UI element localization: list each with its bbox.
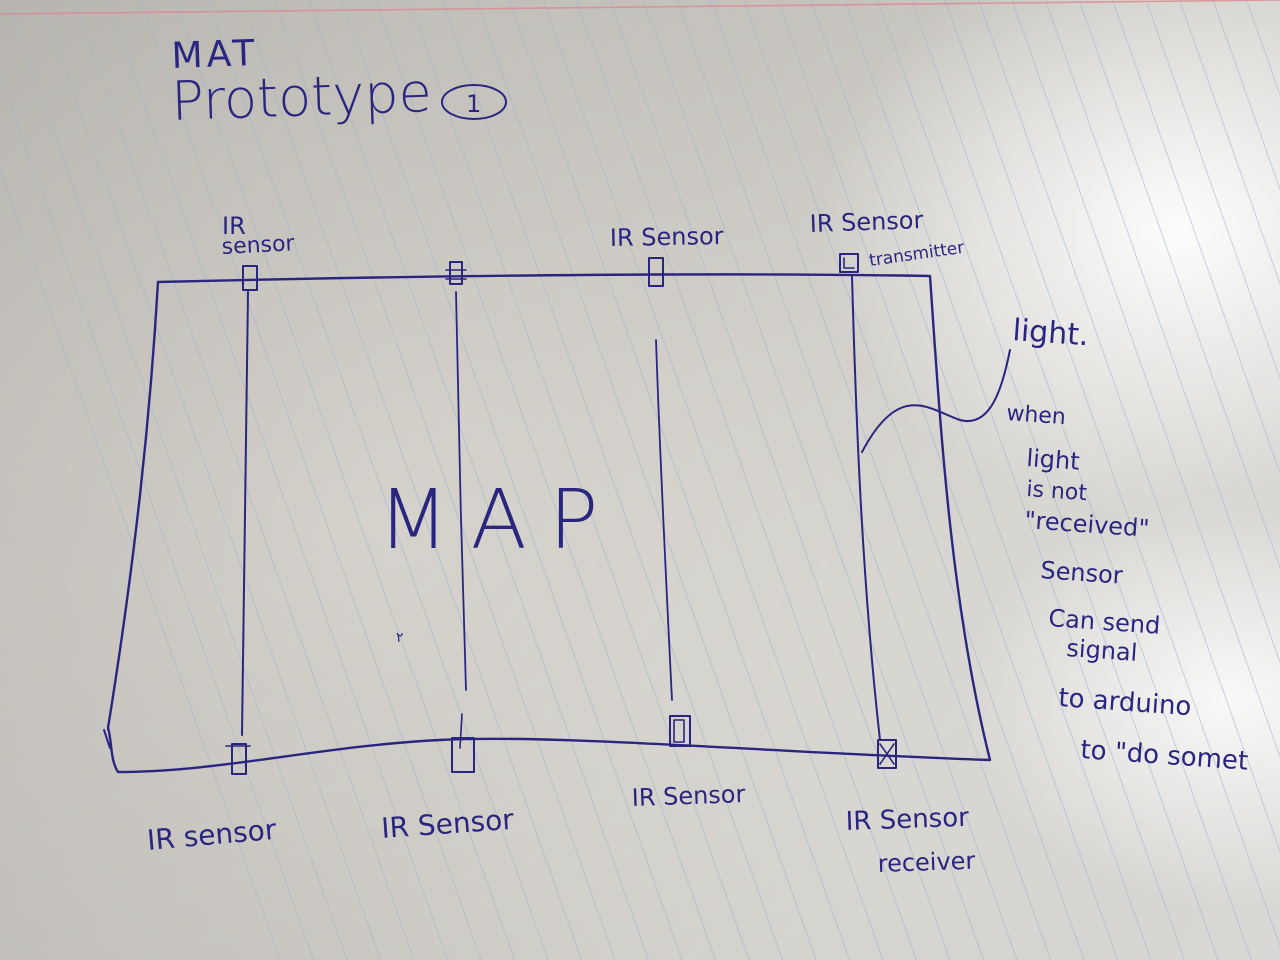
sensor-box-top-1 (242, 265, 258, 291)
note-line: when (1006, 401, 1067, 430)
stray-mark: ٢ (396, 630, 404, 646)
sensor-box-top-3 (648, 257, 664, 287)
mat-outline (106, 273, 992, 774)
paper-rule-line (375, 0, 716, 960)
note-line: signal (1066, 634, 1139, 667)
paper-rule-line (576, 0, 917, 960)
sensor-box-bottom-2 (451, 713, 475, 773)
paper-rule-line (1112, 0, 1280, 475)
paper-rule-line (207, 0, 549, 960)
paper-rule-line (140, 0, 482, 960)
top-sensor-3-line2: transmitter (868, 238, 966, 271)
paper-rule-line (73, 0, 415, 960)
paper-rule-line (810, 0, 1152, 960)
paper-rule-line (341, 0, 683, 960)
paper-rule-line (6, 0, 348, 960)
paper-rule-line (877, 0, 1219, 960)
bottom-sensor-2-line1: IR Sensor (380, 803, 515, 845)
paper-rule-line (911, 0, 1252, 960)
paper-rule-line (308, 0, 649, 960)
paper-rule-line (1246, 0, 1280, 97)
top-sensor-1-line1: IR (222, 212, 246, 240)
sensor-box-top-2 (445, 261, 467, 285)
paper-rule-line (944, 0, 1280, 948)
paper-rule-line (978, 0, 1280, 853)
paper-rule-line (174, 0, 515, 960)
paper-rule-line (241, 0, 582, 960)
sensor-box-bottom-1 (225, 743, 251, 775)
title-line2: Prototype (170, 61, 433, 133)
note-line: is not (1026, 477, 1089, 506)
paper-rule-line (1145, 0, 1280, 380)
paper-rule-line (509, 0, 850, 960)
paper-rule-line (777, 0, 1118, 960)
bottom-sensor-4-line1: IR Sensor (845, 803, 969, 837)
paper-rule-line (475, 0, 817, 960)
note-light: light. (1011, 313, 1089, 353)
note-line: Sensor (1040, 556, 1124, 590)
bottom-sensor-1-line1: IR sensor (146, 813, 278, 857)
note-line: "received" (1024, 506, 1151, 543)
beam-line-2 (455, 291, 467, 691)
margin-line (0, 0, 1280, 15)
bottom-sensor-3-line1: IR Sensor (631, 780, 746, 812)
paper-rule-line (40, 0, 381, 960)
paper-rule-line (844, 0, 1185, 960)
paper-rule-line (0, 73, 314, 960)
title-badge-circle (441, 84, 507, 120)
paper-rule-line (710, 0, 1051, 960)
paper-rule-line (1212, 0, 1280, 191)
paper-rule-line (1011, 0, 1280, 759)
note-line: light (1026, 444, 1081, 476)
paper-rule-line (1179, 0, 1280, 286)
sensor-box-bottom-4 (877, 739, 897, 769)
paper-rule-line (676, 0, 1018, 960)
paper-rule-line (107, 0, 448, 960)
paper-rule-line (542, 0, 884, 960)
paper-rule-line (408, 0, 750, 960)
beam-line-3 (655, 339, 673, 701)
sensor-box-top-4 (839, 253, 859, 273)
top-sensor-1-line2: sensor (221, 231, 296, 260)
bottom-sensor-4-line2: receiver (877, 847, 976, 878)
top-sensor-3-line1: IR Sensor (809, 206, 924, 238)
note-line: to "do somet (1080, 735, 1250, 777)
light-leader-line (861, 349, 1011, 453)
paper-rule-line (743, 0, 1085, 960)
paper-rule-line (442, 0, 783, 960)
note-line: Can send (1048, 604, 1162, 640)
sensor-box-bottom-3 (669, 715, 691, 747)
beam-line-1 (241, 291, 249, 736)
mat-corner-tick (103, 729, 111, 749)
beam-line-4 (851, 275, 881, 741)
paper-rule-line (0, 167, 281, 960)
center-map-label: MAP (378, 473, 620, 568)
title-badge: 1 (466, 90, 481, 118)
paper-rule-line (274, 0, 616, 960)
title-line1: MAT (171, 33, 259, 77)
note-line: to arduino (1058, 683, 1193, 722)
top-sensor-2-line1: IR Sensor (610, 222, 724, 252)
paper-rule-line (609, 0, 951, 960)
paper-rule-line (643, 0, 984, 960)
paper-rule-line (1078, 0, 1280, 570)
paper-rule-line (1045, 0, 1280, 664)
